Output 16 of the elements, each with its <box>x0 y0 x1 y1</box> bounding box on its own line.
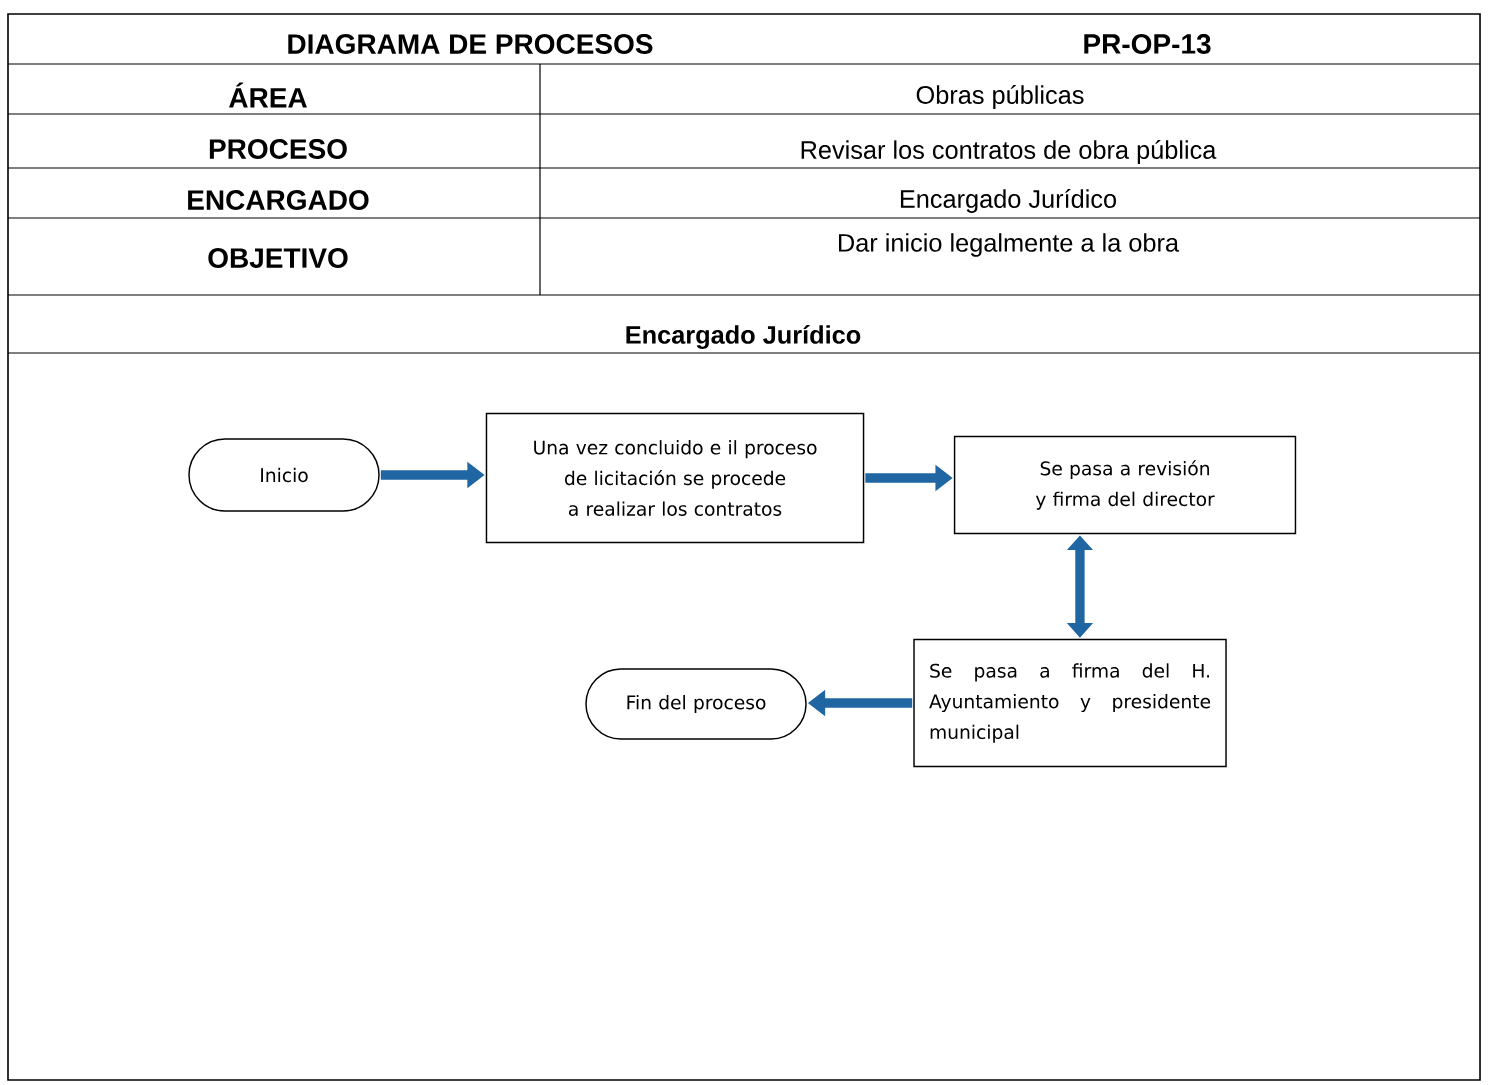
row-value: Revisar los contratos de obra pública <box>801 140 1217 164</box>
terminal-box: Inicio <box>188 438 380 512</box>
form-title: DIAGRAMA DE PROCESOS <box>288 34 653 54</box>
process-box: Una vez concluido e il proceso de licitación se procede a realizar los contratos <box>485 412 865 544</box>
row-heading: ENCARGADO <box>188 190 369 210</box>
row-heading: OBJETIVO <box>208 248 348 268</box>
process-box: Se pasa a revisión y firma del director <box>953 435 1297 535</box>
row-value: Obras públicas <box>916 85 1084 109</box>
process-box: Se pasa a firma del H. Ayuntamiento y presidente municipal <box>913 638 1227 768</box>
form-code: PR-OP-13 <box>1084 34 1211 54</box>
row-value: Encargado Jurídico <box>900 189 1117 213</box>
row-value: Dar inicio legalmente a la obra <box>839 233 1180 257</box>
row-heading: PROCESO <box>209 139 347 159</box>
row-heading: ÁREA <box>229 82 307 108</box>
terminal-box: Fin del proceso <box>585 668 807 740</box>
lane-heading: Encargado Jurídico <box>626 325 861 349</box>
